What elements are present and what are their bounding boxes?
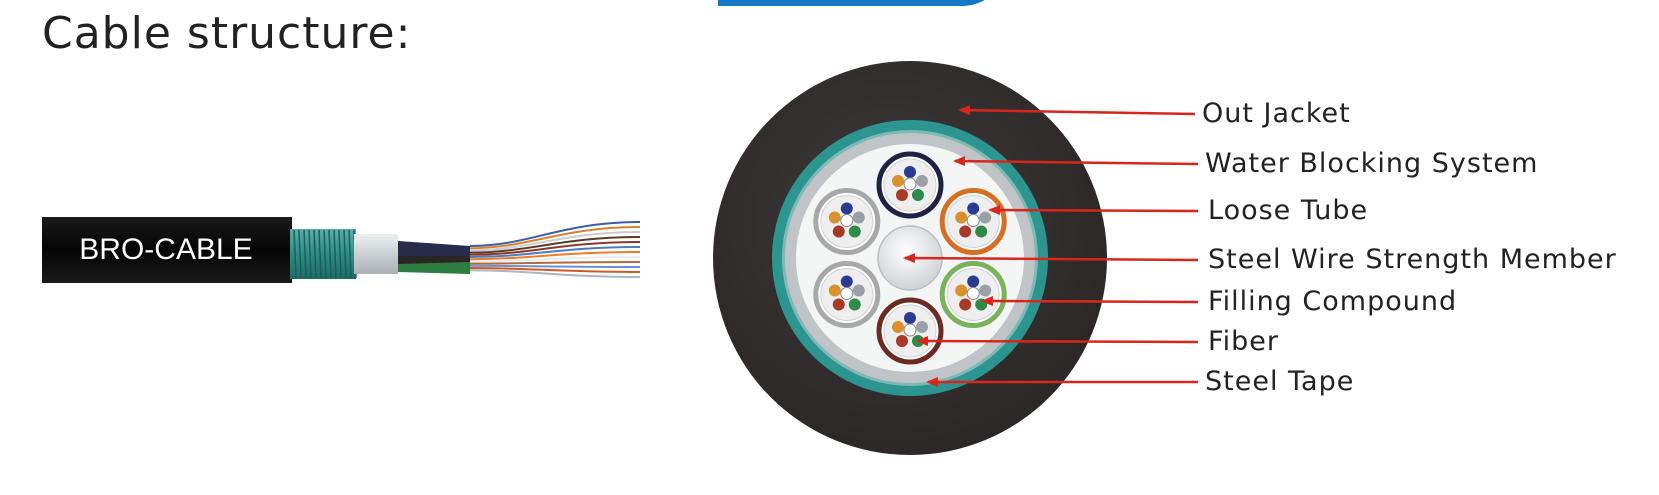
fiber-dot: [852, 211, 865, 224]
fiber-dot: [904, 166, 916, 178]
fiber-dot: [979, 211, 992, 224]
fiber-dot: [852, 284, 865, 297]
fiber-dot: [828, 284, 841, 297]
armor-ridge: [293, 229, 297, 279]
armor-ridge: [298, 229, 302, 279]
armor-ridge: [338, 229, 342, 279]
armor-ridge: [323, 229, 327, 279]
strength-member-arrow: [903, 253, 1199, 264]
fiber-dot: [959, 298, 972, 311]
fiber-dot: [903, 323, 917, 337]
fiber-strand: [469, 226, 641, 250]
armor-ridge: [348, 229, 352, 279]
water-blocking-arrow: [953, 156, 1199, 167]
fiber-strand: [469, 231, 641, 252]
fiber-dot: [892, 321, 904, 333]
fiber-strand: [469, 269, 641, 278]
fiber-dot: [840, 202, 853, 215]
armor-ridge: [343, 229, 347, 279]
fiber-dot: [832, 225, 845, 238]
fiber-dot: [966, 287, 980, 300]
armor-ridge: [328, 229, 332, 279]
header-accent-tab: [718, 0, 1008, 6]
loose-tube-arrow: [988, 205, 1199, 216]
callout-lines: [903, 105, 1199, 387]
callout-strength-member: Steel Wire Strength Member: [1208, 244, 1617, 275]
fiber-strand: [469, 261, 641, 265]
fiber-dot: [896, 189, 908, 201]
filling-compound-arrow: [981, 296, 1199, 307]
cable-water-blocking-tape: [354, 234, 398, 274]
fiber-dot: [959, 225, 972, 238]
armor-ridge: [313, 229, 317, 279]
fiber-dot: [840, 214, 854, 227]
callout-loose-tube: Loose Tube: [1208, 195, 1369, 226]
armor-ridge: [333, 229, 337, 279]
fiber-dot: [912, 189, 924, 201]
fiber-dot: [832, 298, 845, 311]
fiber-strand: [469, 251, 641, 261]
fiber-strand: [469, 256, 641, 263]
fiber-dot: [903, 177, 917, 191]
cable-outer-jacket: [42, 217, 292, 283]
fiber-dot: [828, 211, 841, 224]
fiber-dot: [955, 284, 968, 297]
out-jacket-arrow: [958, 105, 1196, 116]
fiber-dot: [848, 298, 861, 311]
callout-filling-compound: Filling Compound: [1208, 286, 1458, 317]
fiber-dot: [979, 284, 992, 297]
fiber-dot: [955, 211, 968, 224]
fiber-dot: [904, 312, 916, 324]
fiber-dot: [848, 225, 861, 238]
fiber-dot: [916, 321, 928, 333]
callout-water-blocking: Water Blocking System: [1205, 148, 1539, 179]
callout-steel-tape: Steel Tape: [1205, 366, 1355, 397]
armor-ridge: [308, 229, 312, 279]
cable-side-view: [42, 217, 641, 283]
fiber-dot: [966, 214, 980, 227]
fiber-dot: [967, 202, 980, 215]
fiber-dot: [916, 175, 928, 187]
fiber-dot: [896, 335, 908, 347]
fiber-dot: [840, 275, 853, 288]
fiber-strand: [469, 246, 641, 258]
fiber-dot: [892, 175, 904, 187]
cable-fibers: [469, 221, 641, 278]
page-title: Cable structure:: [42, 8, 412, 59]
callout-out-jacket: Out Jacket: [1202, 98, 1351, 129]
fiber-dot: [967, 275, 980, 288]
fiber-strand: [469, 236, 641, 254]
loose-tubes: [813, 151, 1007, 365]
armor-ridge: [318, 229, 322, 279]
fiber-dot: [975, 225, 988, 238]
fiber-strand: [469, 267, 641, 273]
fiber-strand: [469, 221, 641, 247]
cable-loose-tube-blue: [398, 241, 470, 256]
callout-fiber: Fiber: [1208, 326, 1279, 357]
fiber-arrow: [916, 336, 1199, 347]
fiber-strand: [469, 241, 641, 256]
armor-ridge: [303, 229, 307, 279]
fiber-strand: [469, 264, 641, 268]
fiber-dot: [840, 287, 854, 300]
cable-loose-tube-green: [398, 262, 470, 274]
brand-label: BRO-CABLE: [79, 233, 253, 266]
